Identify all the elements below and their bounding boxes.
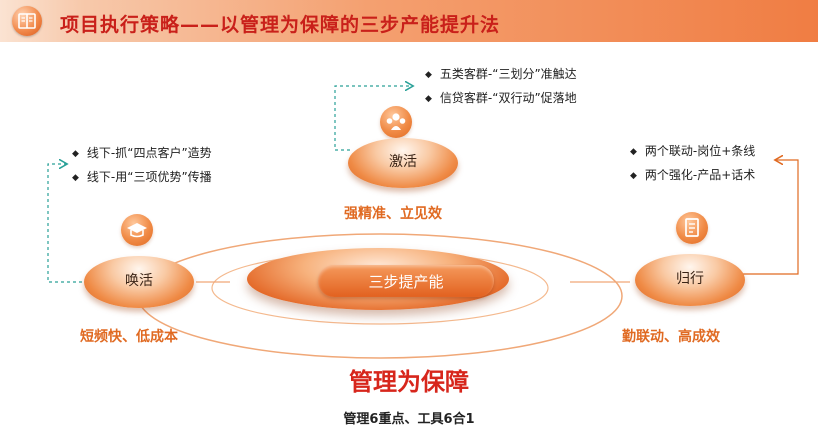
node-disc-left bbox=[84, 256, 194, 308]
header-bar: 项目执行策略——以管理为保障的三步产能提升法 bbox=[0, 0, 818, 42]
node-caption-right: 勤联动、高成效 bbox=[622, 329, 720, 345]
left-connector bbox=[47, 164, 88, 283]
graduation-cap-icon bbox=[121, 214, 153, 246]
document-icon bbox=[676, 212, 708, 244]
page-title: 项目执行策略——以管理为保障的三步产能提升法 bbox=[60, 14, 501, 36]
list-item: ◆信贷客群-“双行动”促落地 bbox=[425, 91, 577, 105]
list-item: ◆线下-抓“四点客户”造势 bbox=[72, 146, 212, 160]
center-pill bbox=[318, 265, 494, 297]
node-disc-top bbox=[348, 138, 458, 188]
node-caption-left: 短频快、低成本 bbox=[80, 329, 178, 345]
diamond-bullet-icon: ◆ bbox=[425, 94, 432, 104]
center-label: 三步提产能 bbox=[368, 273, 444, 291]
list-item: ◆线下-用“三项优势”传播 bbox=[72, 170, 212, 184]
left-bullet-list: ◆线下-抓“四点客户”造势 ◆线下-用“三项优势”传播 bbox=[72, 142, 212, 190]
node-label-top: 激活 bbox=[389, 154, 417, 170]
right-connector bbox=[738, 160, 799, 275]
list-item: ◆两个联动-岗位+条线 bbox=[630, 144, 756, 158]
diamond-bullet-icon: ◆ bbox=[72, 173, 79, 183]
right-bullet-list: ◆两个联动-岗位+条线 ◆两个强化-产品+话术 bbox=[630, 140, 755, 188]
list-item: ◆两个强化-产品+话术 bbox=[630, 168, 756, 182]
sub-caption: 管理6重点、工具6合1 bbox=[343, 412, 475, 427]
people-icon bbox=[380, 106, 412, 138]
node-label-right: 归行 bbox=[676, 271, 704, 287]
main-caption: 管理为保障 bbox=[349, 368, 469, 396]
top-bullet-list: ◆五类客群-“三划分”准触达 ◆信贷客群-“双行动”促落地 bbox=[425, 63, 577, 111]
diamond-bullet-icon: ◆ bbox=[425, 70, 432, 80]
diamond-bullet-icon: ◆ bbox=[630, 147, 637, 157]
diamond-bullet-icon: ◆ bbox=[630, 171, 637, 181]
top-connector bbox=[334, 86, 412, 151]
node-label-left: 唤活 bbox=[125, 273, 153, 289]
book-icon bbox=[12, 6, 42, 36]
node-disc-right bbox=[635, 254, 745, 306]
list-item: ◆五类客群-“三划分”准触达 bbox=[425, 67, 577, 81]
node-caption-top: 强精准、立见效 bbox=[344, 206, 442, 222]
diamond-bullet-icon: ◆ bbox=[72, 149, 79, 159]
